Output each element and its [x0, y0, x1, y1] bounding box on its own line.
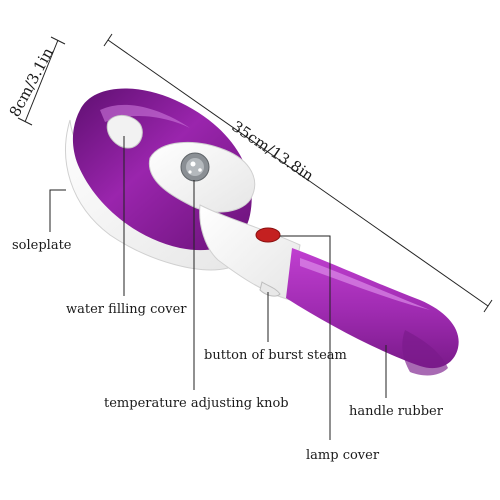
label-lamp-cover: lamp cover	[306, 448, 380, 463]
label-soleplate: soleplate	[12, 238, 72, 253]
water-filling-cover	[106, 115, 143, 149]
handle-end-cap	[402, 330, 448, 376]
burst-steam-button	[259, 281, 281, 297]
leader-lines	[49, 136, 387, 440]
leader-soleplate	[49, 189, 66, 232]
label-burst-steam-button: button of burst steam	[204, 348, 347, 363]
width-dimension-line	[17, 36, 66, 126]
temperature-knob	[180, 152, 210, 182]
handle-highlight	[300, 258, 430, 310]
tank-highlight	[100, 104, 190, 128]
length-dimension-line	[103, 33, 493, 313]
body-neck	[199, 204, 301, 301]
label-temperature-knob: temperature adjusting knob	[104, 396, 289, 411]
lamp-cover	[255, 227, 281, 243]
leader-lamp	[280, 235, 331, 440]
label-handle-rubber: handle rubber	[349, 404, 443, 419]
label-water-filling-cover: water filling cover	[66, 302, 187, 317]
